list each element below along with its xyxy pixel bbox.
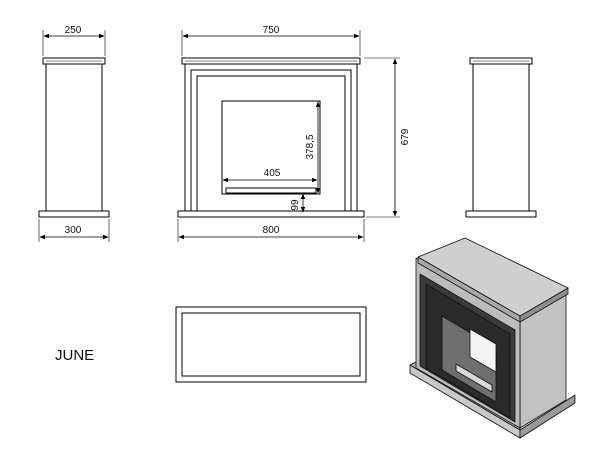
side-left-base (38, 210, 110, 218)
product-name: JUNE (55, 347, 94, 364)
front-base (177, 210, 365, 218)
front-frame-step-1 (190, 69, 352, 212)
dim-label-insert-width: 405 (264, 168, 281, 179)
dim-label-top-depth: 250 (65, 25, 82, 36)
top-view-top-slab-outline (181, 312, 361, 377)
dim-label-top-width: 750 (263, 25, 280, 36)
dim-label-base-depth: 300 (65, 225, 82, 236)
front-burner (225, 187, 317, 194)
side-view-left (38, 30, 110, 242)
isometric-view (409, 237, 576, 439)
top-view (175, 306, 367, 383)
front-outer-frame (184, 63, 358, 212)
side-view-right (465, 57, 537, 218)
front-frame-step-2 (196, 75, 346, 212)
front-view (177, 30, 400, 242)
side-right-body (472, 63, 530, 212)
dim-label-insert-elevation: 99 (290, 199, 301, 211)
iso-insert-back-glass (469, 328, 497, 373)
side-left-body (45, 63, 103, 212)
iso-base-side (519, 394, 576, 439)
dim-label-base-width: 800 (263, 225, 280, 236)
iso-burner (455, 363, 493, 393)
side-right-base (465, 210, 537, 218)
dim-label-insert-height: 378,5 (305, 134, 316, 159)
top-view-base-outline (175, 306, 367, 383)
iso-top-surface (417, 237, 569, 317)
dim-label-total-height: 679 (400, 128, 411, 145)
